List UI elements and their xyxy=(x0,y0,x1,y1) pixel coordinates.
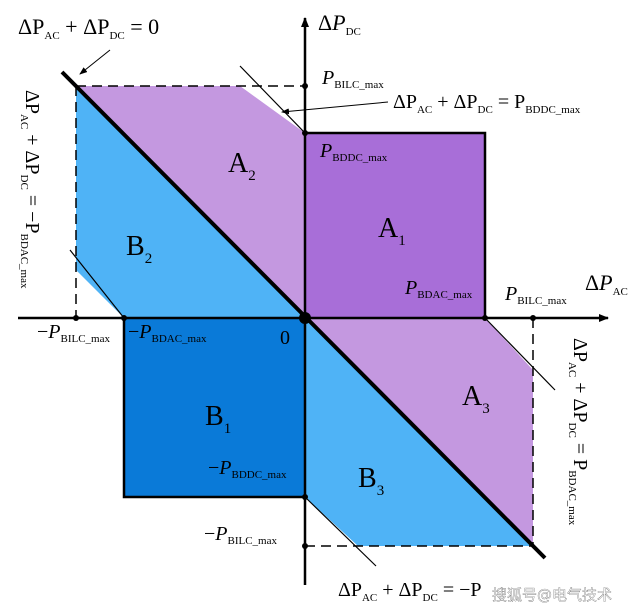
tick-dot xyxy=(121,315,127,321)
tick-label-bddc-max-y: PBDDC_max xyxy=(319,140,388,164)
equation-zero-line: ΔPAC + ΔPDC = 0 xyxy=(18,14,159,42)
line-right-limit xyxy=(484,317,556,391)
thin-boundaries xyxy=(69,65,556,567)
annotation-arrow-top-left xyxy=(79,49,111,75)
dashed-boundaries xyxy=(75,85,534,547)
line-lower-limit xyxy=(304,496,377,567)
a1-border xyxy=(305,131,487,318)
tick-dot xyxy=(302,543,308,549)
region-a1 xyxy=(305,133,485,318)
equation-bottom-limit: ΔPAC + ΔPDC = −P xyxy=(338,579,482,604)
thick-borders xyxy=(122,131,487,499)
tick-dot xyxy=(482,315,488,321)
watermark: 搜狐号@电气技术 xyxy=(492,586,612,604)
tick-label-bilc-max-x: PBILC_max xyxy=(504,283,567,307)
tick-label-bdac-max-x: PBDAC_max xyxy=(404,277,473,301)
tick-label-neg-bddc-max-y: −PBDDC_max xyxy=(208,457,287,481)
annotation-arrow-top-right xyxy=(281,101,389,115)
tick-dot xyxy=(530,315,536,321)
region-a3-label: A3 xyxy=(462,381,490,417)
tick-dot xyxy=(302,494,308,500)
b1-border xyxy=(122,318,305,499)
equation-neg-bdac-limit: ΔPAC + ΔPDC = −PBDAC_max xyxy=(18,90,43,289)
region-b1-label: B1 xyxy=(205,401,231,437)
tick-label-bilc-max-y: PBILC_max xyxy=(321,67,384,91)
region-b2-label: B2 xyxy=(126,231,152,267)
equation-bdac-limit: ΔPAC + ΔPDC = PBDAC_max xyxy=(566,338,591,526)
tick-label-neg-bilc-max-x: −PBILC_max xyxy=(37,321,110,345)
y-axis-label: ΔPDC xyxy=(318,10,361,38)
tick-dot xyxy=(302,83,308,89)
region-a1-label: A1 xyxy=(378,213,406,249)
region-a2-label: A2 xyxy=(228,148,256,184)
region-b3-label: B3 xyxy=(358,463,384,499)
x-axis-label: ΔPAC xyxy=(585,270,628,298)
region-b1 xyxy=(124,318,305,497)
equation-bddc-limit: ΔPAC + ΔPDC = PBDDC_max xyxy=(393,91,581,116)
origin-label: 0 xyxy=(280,327,290,349)
line-upper-limit xyxy=(239,65,306,134)
tick-dot xyxy=(73,315,79,321)
tick-label-neg-bdac-max-x: −PBDAC_max xyxy=(128,321,207,345)
tick-dots xyxy=(73,83,536,549)
line-left-limit xyxy=(69,249,125,319)
tick-label-neg-bilc-max-y: −PBILC_max xyxy=(204,523,277,547)
tick-dot xyxy=(302,130,308,136)
origin-dot xyxy=(299,312,311,324)
